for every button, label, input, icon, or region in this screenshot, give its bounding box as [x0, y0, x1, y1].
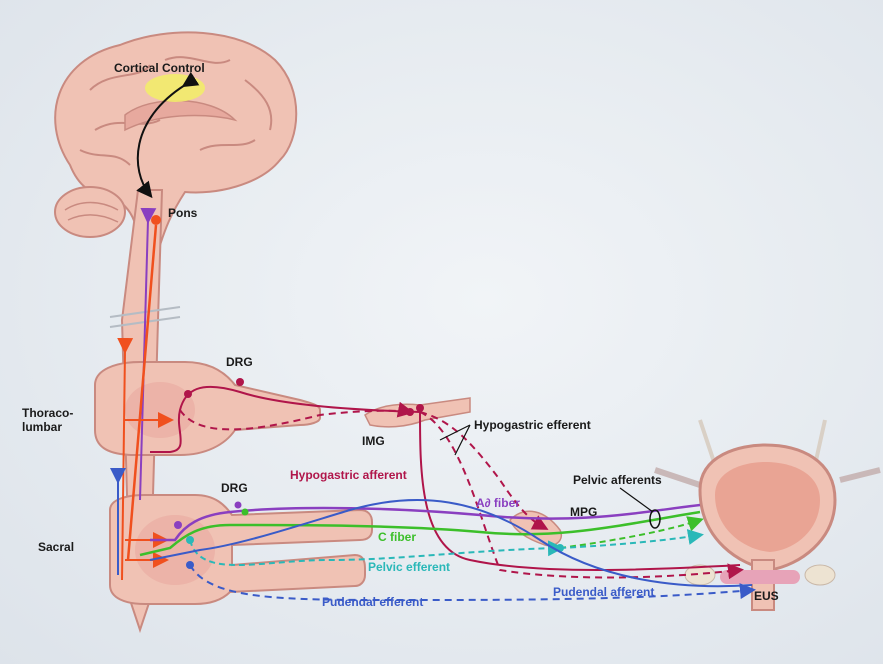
label-drg-upper: DRG [226, 356, 253, 368]
label-mpg: MPG [570, 506, 597, 518]
label-pudendal-afferent: Pudendal afferent [553, 586, 654, 598]
label-drg-lower: DRG [221, 482, 248, 494]
label-pelvic-efferent: Pelvic efferent [368, 561, 450, 573]
label-eus: EUS [754, 590, 779, 602]
label-img: IMG [362, 435, 385, 447]
cortical-control-area [145, 74, 205, 102]
label-hypogastric-afferent: Hypogastric afferent [290, 469, 407, 481]
label-c-fiber: C fiber [378, 531, 416, 543]
label-thoracolumbar: Thoraco- lumbar [22, 406, 92, 434]
label-hypogastric-efferent: Hypogastric efferent [474, 419, 591, 431]
label-pelvic-afferents: Pelvic afferents [573, 474, 662, 486]
cerebellum [55, 187, 125, 237]
label-pudendal-efferent: Pudendal efferent [322, 596, 423, 608]
eus-sphincter [720, 570, 800, 584]
label-pons: Pons [168, 207, 197, 219]
pons-nucleus [151, 215, 161, 225]
label-a-delta-fiber: A∂ fiber [476, 497, 520, 509]
label-cortical-control: Cortical Control [114, 62, 205, 74]
mpg-ganglion [510, 511, 561, 545]
label-sacral: Sacral [38, 541, 74, 553]
